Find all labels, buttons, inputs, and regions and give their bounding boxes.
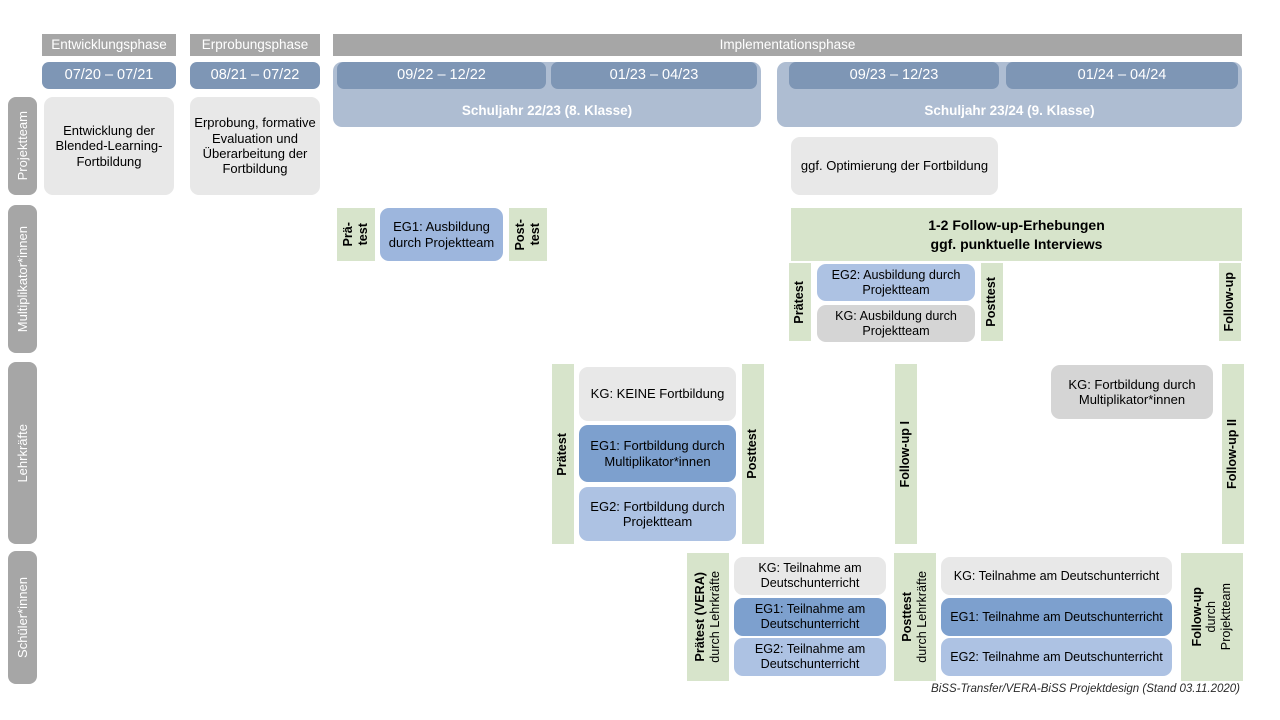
task-optimierung-fortbildung: ggf. Optimierung der Fortbildung: [791, 137, 998, 195]
period-chip-0923-1223: 09/23 – 12/23: [789, 62, 999, 89]
schueler-posttest-label: Posttest: [900, 592, 915, 642]
lehrkraefte-followup2-label: Follow-up II: [1225, 419, 1240, 489]
period-chip-0821-0722: 08/21 – 07/22: [190, 62, 320, 89]
role-label-multiplikatorinnen: Multiplikator*innen: [8, 205, 37, 353]
schueler-praetest-label: Prätest (VERA): [693, 572, 708, 662]
multiplikatoren-praetest2-strip: Prätest: [789, 263, 811, 341]
followup-banner-line2: ggf. punktuelle Interviews: [930, 235, 1103, 252]
schueler-kg-teilnahme-2: KG: Teilnahme am Deutschunterricht: [941, 557, 1172, 595]
lehrkraefte-eg1-fortbildung: EG1: Fortbildung durch Multiplikator*inn…: [579, 425, 736, 482]
school-year-label-2223: Schuljahr 22/23 (8. Klasse): [461, 103, 633, 118]
multiplikatoren-eg1-ausbildung: EG1: Ausbildung durch Projektteam: [380, 208, 503, 261]
schueler-praetest-sublabel: durch Lehrkräfte: [707, 571, 722, 663]
lehrkraefte-kg-keine-fortbildung: KG: KEINE Fortbildung: [579, 367, 736, 421]
schueler-kg-teilnahme-1: KG: Teilnahme am Deutschunterricht: [734, 557, 886, 595]
lehrkraefte-followup1-strip: Follow-up I: [895, 364, 917, 544]
period-chip-0123-0423: 01/23 – 04/23: [551, 62, 757, 89]
lehrkraefte-followup2-strip: Follow-up II: [1222, 364, 1244, 544]
multiplikatoren-posttest-line1: Post-: [513, 218, 528, 251]
schueler-eg1-teilnahme-2: EG1: Teilnahme am Deutschunterricht: [941, 598, 1172, 636]
multiplikatoren-posttest2-strip: Posttest: [981, 263, 1003, 341]
schueler-eg2-teilnahme-2: EG2: Teilnahme am Deutschunterricht: [941, 638, 1172, 676]
schueler-eg2-teilnahme-1: EG2: Teilnahme am Deutschunterricht: [734, 638, 886, 676]
role-label-projektteam: Projektteam: [8, 97, 37, 195]
schueler-posttest-sublabel: durch Lehrkräfte: [914, 571, 929, 663]
multiplikatoren-followup-label: Follow-up: [1222, 272, 1237, 332]
lehrkraefte-posttest-strip: Posttest: [742, 364, 764, 544]
schueler-followup-strip: Follow-up durch Projektteam: [1181, 553, 1243, 681]
role-text-lehrkraefte: Lehrkräfte: [15, 423, 30, 483]
phase-header-erprobungsphase: Erprobungsphase: [190, 34, 320, 56]
schueler-posttest-strip: Posttest durch Lehrkräfte: [894, 553, 936, 681]
role-text-schuelerinnen: Schüler*innen: [15, 577, 30, 658]
followup-banner-line1: 1-2 Follow-up-Erhebungen: [928, 217, 1105, 234]
role-text-projektteam: Projektteam: [15, 111, 30, 181]
phase-header-entwicklungsphase: Entwicklungsphase: [42, 34, 176, 56]
multiplikatoren-praetest2-label: Prätest: [792, 280, 807, 324]
footer-source-note: BiSS-Transfer/VERA-BiSS Projektdesign (S…: [931, 683, 1240, 695]
role-label-schuelerinnen: Schüler*innen: [8, 551, 37, 684]
role-text-multiplikatorinnen: Multiplikator*innen: [15, 225, 30, 333]
lehrkraefte-eg2-fortbildung: EG2: Fortbildung durch Projektteam: [579, 487, 736, 541]
schueler-eg1-teilnahme-1: EG1: Teilnahme am Deutschunterricht: [734, 598, 886, 636]
task-erprobung-evaluation: Erprobung, formative Evaluation und Über…: [190, 97, 320, 195]
role-label-lehrkraefte: Lehrkräfte: [8, 362, 37, 544]
school-year-label-2324: Schuljahr 23/24 (9. Klasse): [924, 103, 1095, 118]
task-entwicklung-fortbildung: Entwicklung der Blended-Learning-Fortbil…: [44, 97, 174, 195]
multiplikatoren-followup-strip: Follow-up: [1219, 263, 1241, 341]
lehrkraefte-praetest-label: Prätest: [555, 432, 570, 476]
schueler-followup-sublabel-1: durch: [1204, 601, 1219, 633]
multiplikatoren-posttest-strip: Post- test: [509, 208, 547, 261]
multiplikatoren-praetest-line2: test: [355, 223, 370, 246]
multiplikatoren-posttest-line2: test: [527, 223, 542, 246]
multiplikatoren-eg2-ausbildung: EG2: Ausbildung durch Projektteam: [817, 264, 975, 301]
followup-erhebungen-banner: 1-2 Follow-up-Erhebungen ggf. punktuelle…: [791, 208, 1242, 261]
period-chip-0922-1222: 09/22 – 12/22: [337, 62, 546, 89]
multiplikatoren-kg-ausbildung: KG: Ausbildung durch Projektteam: [817, 305, 975, 342]
schueler-followup-label: Follow-up: [1190, 587, 1205, 647]
lehrkraefte-kg-fortbildung-multiplikatoren: KG: Fortbildung durch Multiplikator*inne…: [1051, 365, 1213, 419]
multiplikatoren-praetest-line1: Prä-: [341, 222, 356, 247]
multiplikatoren-posttest2-label: Posttest: [984, 277, 999, 327]
period-chip-0124-0424: 01/24 – 04/24: [1006, 62, 1238, 89]
schueler-followup-sublabel-2: Projektteam: [1218, 583, 1233, 651]
lehrkraefte-posttest-label: Posttest: [745, 429, 760, 479]
schueler-praetest-strip: Prätest (VERA) durch Lehrkräfte: [687, 553, 729, 681]
lehrkraefte-praetest-strip: Prätest: [552, 364, 574, 544]
lehrkraefte-followup1-label: Follow-up I: [898, 420, 913, 488]
phase-header-implementationsphase: Implementationsphase: [333, 34, 1242, 56]
multiplikatoren-praetest-strip: Prä- test: [337, 208, 375, 261]
period-chip-0720-0721: 07/20 – 07/21: [42, 62, 176, 89]
